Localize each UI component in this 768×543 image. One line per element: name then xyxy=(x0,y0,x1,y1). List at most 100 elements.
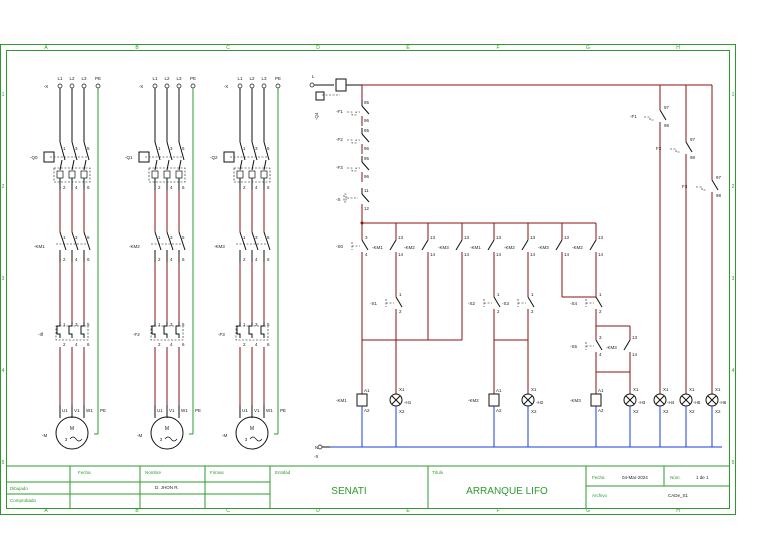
tb-fecha2-label: Fecha xyxy=(592,475,605,480)
overload-element xyxy=(248,322,253,338)
breaker-terminal-top: 3 xyxy=(170,146,173,151)
push-button-terminal: 1 xyxy=(531,292,534,297)
aux-contact-ref: -KM3 xyxy=(538,245,549,250)
lamp-cross xyxy=(625,395,635,405)
contactor-terminal-bottom: 6 xyxy=(87,257,90,262)
contactor-contact xyxy=(83,231,91,251)
breaker-terminal-bottom: 6 xyxy=(87,185,90,190)
contactor-terminal-top: 5 xyxy=(87,235,90,240)
aux-contact-terminal: 14 xyxy=(598,252,604,257)
contactor-terminal-top: 3 xyxy=(75,235,78,240)
breaker-contact xyxy=(83,141,90,161)
grid-column-label-bottom: H xyxy=(676,508,680,514)
motor-symbol xyxy=(55,416,89,450)
lamp-ref: -H2 xyxy=(536,400,544,405)
push-button-terminal: 1 xyxy=(399,292,402,297)
tb-archivo-label: Archivo xyxy=(592,493,608,498)
tb-nombre-label: Nombre xyxy=(145,470,162,475)
supply-terminal-label: PE xyxy=(190,76,196,81)
supply-terminal-label: L1 xyxy=(237,76,243,81)
aux-contact-ref: -KM2 xyxy=(572,245,583,250)
aux-contact xyxy=(389,239,397,251)
lamp-terminal: X1 xyxy=(689,387,695,392)
push-button-ref: -S5 xyxy=(570,344,578,349)
aux-contact xyxy=(487,239,495,251)
aux-contact-terminal: 14 xyxy=(464,252,470,257)
supply-terminal xyxy=(69,83,75,89)
lamp-terminal: X2 xyxy=(689,409,695,414)
aux-contact-terminal: 13 xyxy=(598,235,604,240)
supply-terminal-label: L3 xyxy=(81,76,87,81)
supply-terminal xyxy=(249,83,255,89)
breaker-terminal-bottom: 2 xyxy=(63,185,66,190)
grid-column-label-top: D xyxy=(316,45,320,51)
push-button-terminal: 2 xyxy=(399,309,402,314)
contactor-contact xyxy=(239,231,247,251)
coil-ref: -KM2 xyxy=(468,398,479,403)
ac-symbol xyxy=(164,436,178,442)
breaker-trip xyxy=(56,170,64,179)
aux-contact-terminal: 13 xyxy=(632,335,638,340)
motor-terminal: U1 xyxy=(242,408,248,413)
push-button-ref: -S2 xyxy=(468,301,476,306)
alarm-contact xyxy=(685,141,693,153)
grid-column-label-bottom: F xyxy=(496,508,499,514)
overload-element xyxy=(236,322,241,338)
push-button-contact xyxy=(395,296,403,308)
supply-terminal xyxy=(261,83,267,89)
supply-terminal-label: L3 xyxy=(261,76,267,81)
motor-letter: M xyxy=(70,426,74,432)
breaker-handle xyxy=(138,151,150,163)
alarm-contact xyxy=(711,179,719,191)
breaker-contact xyxy=(239,159,243,171)
breaker-terminal-top: 3 xyxy=(255,146,258,151)
push-button-ref: -S1 xyxy=(370,301,378,306)
coil-terminal: A2 xyxy=(598,408,604,413)
contactor-coil xyxy=(356,393,368,407)
supply-terminal-label: L1 xyxy=(152,76,158,81)
tb-fecha-label: Fecha xyxy=(78,470,91,475)
breaker-contact xyxy=(154,159,158,171)
push-button-actuator xyxy=(585,299,594,307)
breaker-terminal-top: 5 xyxy=(87,146,90,151)
motor-terminal: PE xyxy=(195,408,201,413)
coil-terminal: A1 xyxy=(364,388,370,393)
overload-element xyxy=(260,322,265,338)
motor-letter: M xyxy=(250,426,254,432)
tb-firmas-label: Firmas xyxy=(210,470,224,475)
lamp-terminal: X1 xyxy=(531,387,537,392)
overload-terminal-bottom: 2 xyxy=(158,342,161,347)
title-block: Fecha Nombre Firmas Entidad Título Dibuj… xyxy=(6,465,730,508)
aux-contact xyxy=(589,239,597,251)
coil-terminal: A1 xyxy=(598,388,604,393)
lamp-cross xyxy=(523,395,533,405)
breaker-contact xyxy=(83,159,87,171)
alarm-contact xyxy=(659,109,667,121)
coil-terminal: A2 xyxy=(496,408,502,413)
push-button-terminal: 2 xyxy=(599,309,602,314)
contactor-ref: -KM2 xyxy=(129,244,140,249)
grid-column-label-top: H xyxy=(676,45,680,51)
motor-phase: 3 xyxy=(245,437,248,442)
breaker-ref: -Q0 xyxy=(30,155,38,160)
grid-row-label-right: 2 xyxy=(732,184,735,190)
alarm-contact-terminal: 98 xyxy=(664,123,670,128)
breaker-terminal-bottom: 4 xyxy=(75,185,78,190)
breaker-terminal-bottom: 4 xyxy=(255,185,258,190)
grid-column-label-bottom: G xyxy=(586,508,590,514)
overload-terminal-top: 1 xyxy=(63,322,66,327)
motor-terminal: V1 xyxy=(169,408,175,413)
grid-row-label-left: 4 xyxy=(2,368,5,374)
breaker-trip xyxy=(260,170,268,179)
breaker-group xyxy=(148,167,186,183)
lamp-ref: -H3 xyxy=(638,400,646,405)
aux-contact-ref: -KM1 xyxy=(372,245,383,250)
motor-terminal: W1 xyxy=(266,408,273,413)
series-contact-terminal: 95 xyxy=(364,128,370,133)
lamp-terminal: X1 xyxy=(633,387,639,392)
contactor-terminal-bottom: 4 xyxy=(170,257,173,262)
overload-terminal-bottom: 4 xyxy=(170,342,173,347)
